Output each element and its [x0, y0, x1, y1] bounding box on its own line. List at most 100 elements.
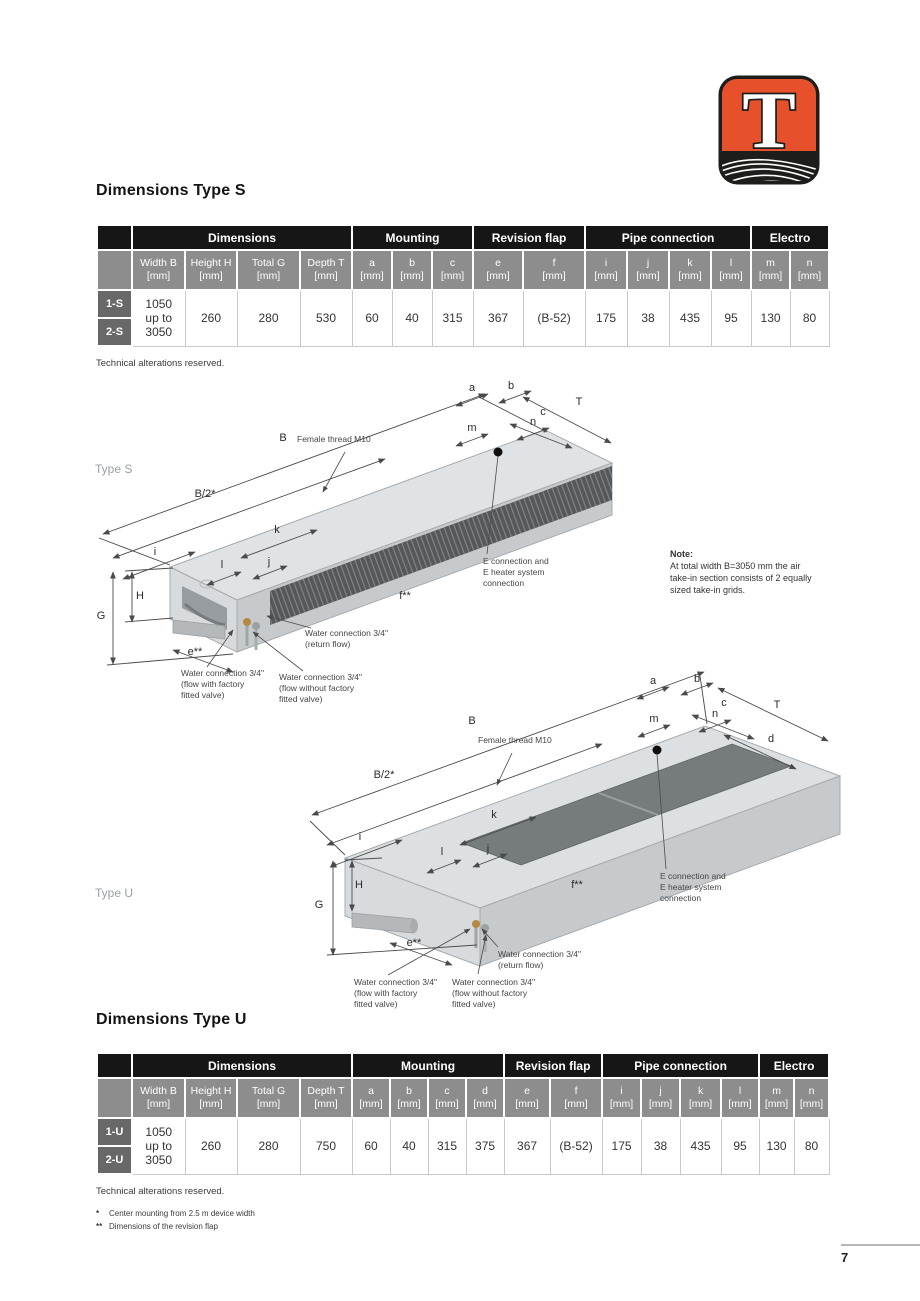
group-header-electro: Electro [750, 224, 831, 251]
group-header-electro: Electro [758, 1052, 831, 1079]
col-header-a: a [mm] [351, 249, 394, 291]
value-cell: 60 [351, 289, 393, 347]
dim-label-b-total: B [279, 432, 287, 444]
value-cell: 375 [465, 1117, 505, 1175]
female-thread-annotation: Female thread M10 [297, 434, 371, 444]
e-connection-annotation: E connection and E heater system connect… [660, 871, 726, 904]
group-header-dimensions: Dimensions [130, 224, 354, 251]
dimension-lines [98, 390, 612, 673]
row-label-2-u: 2-U [96, 1145, 133, 1175]
dim-label-a: a [649, 675, 657, 687]
value-cell: 260 [184, 289, 238, 347]
col-header-k: k [mm] [679, 1077, 723, 1119]
tech-alterations-note-s: Technical alterations reserved. [96, 358, 225, 369]
type-s-drawing: B B/2* i k l j H G e** f** a b c T m n F… [55, 372, 670, 722]
col-header-l: l [mm] [710, 249, 753, 291]
col-header-c: c [mm] [427, 1077, 468, 1119]
col-header-m: m [mm] [758, 1077, 796, 1119]
footnote-text: Center mounting from 2.5 m device width [109, 1209, 255, 1218]
dim-label-m: m [467, 422, 477, 434]
dim-label-l: l [220, 559, 224, 571]
dim-label-b-mounting: b [507, 380, 515, 392]
connection-pipe [172, 619, 226, 640]
value-cell: 175 [601, 1117, 642, 1175]
value-cell: 80 [793, 1117, 830, 1175]
row-label-2-s: 2-S [96, 317, 133, 347]
footnote-text: Dimensions of the revision flap [109, 1221, 218, 1231]
value-cell: (B-52) [522, 289, 586, 347]
value-cell: 367 [472, 289, 524, 347]
group-header-dimensions: Dimensions [130, 1052, 354, 1079]
section-title-type-u: Dimensions Type U [96, 1011, 247, 1028]
value-cell: 315 [427, 1117, 467, 1175]
dim-label-k: k [274, 524, 280, 536]
footnote-mark: * [96, 1209, 100, 1218]
group-header-pipe-connection: Pipe connection [601, 1052, 761, 1079]
type-s-isometric-svg [98, 390, 614, 673]
dim-label-c: c [721, 697, 727, 709]
footer-rule [841, 1244, 920, 1246]
tech-alterations-note-u: Technical alterations reserved. [96, 1186, 225, 1197]
note-body: At total width B=3050 mm the air take-in… [670, 561, 812, 596]
dim-label-f: f** [571, 879, 583, 891]
value-cell: 435 [668, 289, 712, 347]
col-header-n: n [mm] [793, 1077, 831, 1119]
dim-label-m: m [649, 713, 659, 725]
footnote-center-mounting: * Center mounting from 2.5 m device widt… [96, 1208, 255, 1221]
return-flow-annotation: Water connection 3/4" (return flow) [305, 628, 389, 650]
footnotes: * Center mounting from 2.5 m device widt… [96, 1208, 255, 1234]
value-cell: 750 [299, 1117, 353, 1175]
dim-label-b-total: B [468, 715, 476, 727]
dim-label-n: n [711, 708, 719, 720]
dimension-lines [309, 671, 829, 966]
dim-label-b-half: B/2* [373, 769, 395, 781]
col-header-height-h: Height H [mm] [184, 249, 238, 291]
leader-lines [206, 451, 499, 672]
group-header-revision-flap: Revision flap [472, 224, 587, 251]
e-connection-dot [652, 745, 662, 755]
dim-label-d: d [767, 733, 775, 745]
col-header-m: m [mm] [750, 249, 792, 291]
col-header-depth-t: Depth T [mm] [298, 1077, 354, 1119]
value-cell: 95 [710, 289, 752, 347]
table-corner-cell [96, 1052, 133, 1079]
dim-label-k: k [491, 809, 497, 821]
group-header-pipe-connection: Pipe connection [584, 224, 753, 251]
col-header-j: j [mm] [626, 249, 671, 291]
value-cell: 280 [236, 289, 301, 347]
row-label-1-s: 1-S [96, 289, 133, 319]
col-header-depth-t: Depth T [mm] [298, 249, 354, 291]
type-u-drawing: B B/2* i k l j H G e** f** a b c T d m n… [272, 655, 877, 1025]
col-header-total-g: Total G [mm] [236, 1077, 301, 1119]
leader-lines [387, 752, 667, 976]
flow-with-valve-annotation: Water connection 3/4" (flow with factory… [181, 668, 265, 701]
col-header-blank [96, 1077, 133, 1119]
return-flow-annotation: Water connection 3/4" (return flow) [498, 949, 582, 971]
row-label-1-u: 1-U [96, 1117, 133, 1147]
section-title-type-s: Dimensions Type S [96, 182, 246, 199]
col-header-b: b [mm] [389, 1077, 430, 1119]
value-cell: 38 [626, 289, 670, 347]
value-cell: 280 [236, 1117, 301, 1175]
value-width-b: 1050 up to 3050 [131, 289, 186, 347]
flow-with-valve-annotation: Water connection 3/4" (flow with factory… [354, 977, 438, 1010]
dim-label-n: n [529, 416, 537, 428]
logo-letter: T [742, 77, 795, 165]
col-header-total-g: Total G [mm] [236, 249, 301, 291]
dim-label-g: G [314, 899, 324, 911]
dim-label-j: j [486, 843, 490, 855]
dim-label-b-half: B/2* [194, 488, 216, 500]
dim-label-j: j [267, 556, 271, 568]
dim-label-h: H [355, 879, 363, 891]
value-cell: 130 [750, 289, 791, 347]
group-header-mounting: Mounting [351, 1052, 506, 1079]
value-cell: 38 [640, 1117, 681, 1175]
dim-label-e: e** [406, 937, 422, 949]
value-cell: 130 [758, 1117, 795, 1175]
dim-label-t: T [575, 396, 583, 408]
e-connection-dot [493, 447, 503, 457]
col-header-b: b [mm] [391, 249, 434, 291]
dim-label-f: f** [399, 590, 411, 602]
col-header-a: a [mm] [351, 1077, 392, 1119]
col-header-c: c [mm] [431, 249, 475, 291]
